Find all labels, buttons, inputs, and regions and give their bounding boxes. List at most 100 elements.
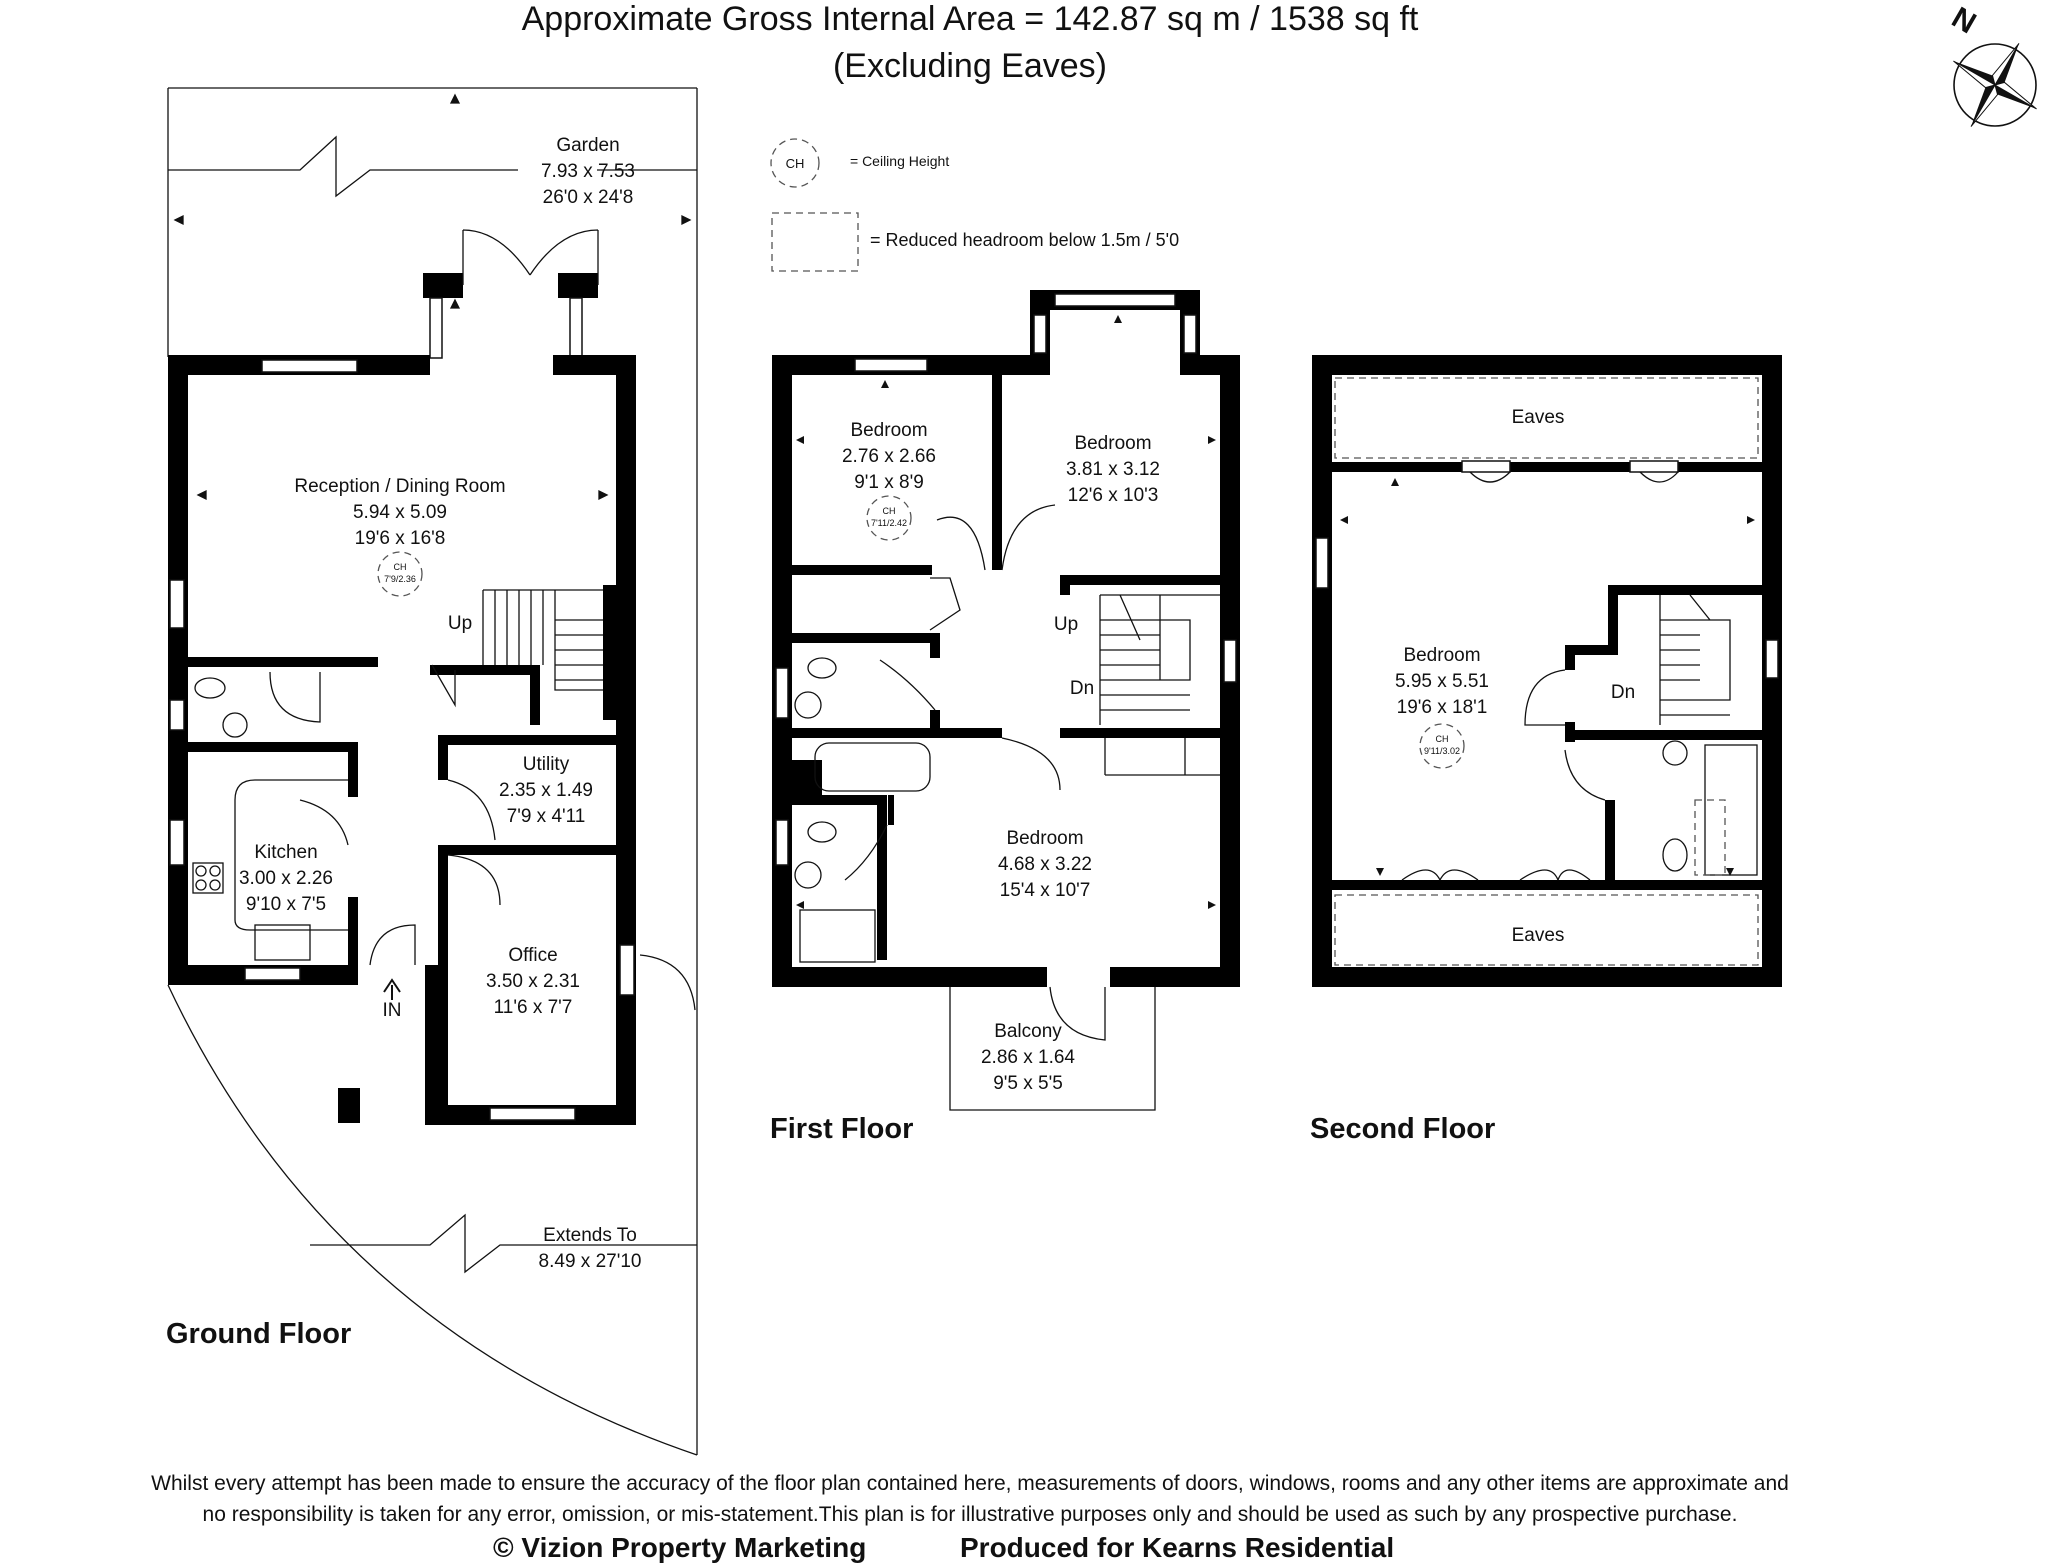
area-subtitle: (Excluding Eaves) xyxy=(833,47,1107,85)
wc-door xyxy=(269,671,321,723)
second-toilet xyxy=(1662,838,1688,872)
bedroom-b-door xyxy=(1001,504,1056,571)
ground-stairs-up: Up xyxy=(448,613,472,634)
cupboard-door xyxy=(431,664,456,708)
second-bedroom-name: Bedroom xyxy=(1403,645,1480,666)
shower-tray xyxy=(799,909,876,963)
bedroom-a-ch-value: 7'11/2.42 xyxy=(871,518,907,528)
bedroom-a-ceiling-height-icon xyxy=(866,495,912,541)
eaves-bottom-label: Eaves xyxy=(1512,925,1565,946)
bedroom-a-ch: CH xyxy=(883,506,896,516)
balcony-name: Balcony xyxy=(994,1021,1062,1042)
ceiling-height-symbol xyxy=(770,138,820,188)
roof-windows xyxy=(1469,471,1679,483)
eaves-access-doors xyxy=(1401,869,1591,881)
bedroom-b-metric: 3.81 x 3.12 xyxy=(1066,459,1160,480)
office-imperial: 11'6 x 7'7 xyxy=(494,997,573,1018)
bedroom-c-imperial: 15'4 x 10'7 xyxy=(1000,880,1091,901)
front-door xyxy=(369,924,416,966)
disclaimer-line-2: no responsibility is taken for any error… xyxy=(203,1503,1738,1526)
kitchen-worktop xyxy=(234,779,348,931)
compass-north-label: N xyxy=(1946,1,1981,40)
balcony-metric: 2.86 x 1.64 xyxy=(981,1047,1075,1068)
side-door xyxy=(639,954,696,1011)
second-floor-label: Second Floor xyxy=(1310,1113,1495,1145)
bedroom-a-door xyxy=(936,516,986,571)
second-bedroom-ceiling-height-icon xyxy=(1419,723,1465,769)
ground-stairs xyxy=(482,589,603,691)
eaves-bottom-area xyxy=(1334,894,1759,966)
cupboard-door-first xyxy=(929,577,961,631)
bedroom-a-metric: 2.76 x 2.66 xyxy=(842,446,936,467)
first-toilet xyxy=(807,657,837,679)
legend-reduced-text: = Reduced headroom below 1.5m / 5'0 xyxy=(870,230,1179,250)
first-basin xyxy=(794,691,822,719)
first-stairs xyxy=(1099,594,1220,725)
bedroom-c-door xyxy=(1001,737,1061,791)
kitchen-door xyxy=(299,799,349,846)
reception-ceiling-height-icon xyxy=(377,551,423,597)
garden-boundary xyxy=(167,87,698,1455)
reception-ch-value: 7'9/2.36 xyxy=(384,574,416,584)
reception-metric: 5.94 x 5.09 xyxy=(353,502,447,523)
bedroom-c-metric: 4.68 x 3.22 xyxy=(998,854,1092,875)
first-floor-label: First Floor xyxy=(770,1113,913,1145)
kitchen-metric: 3.00 x 2.26 xyxy=(239,868,333,889)
second-bedroom-ch: CH xyxy=(1436,734,1449,744)
legend-ch-text: = Ceiling Height xyxy=(850,153,949,169)
office-name: Office xyxy=(508,945,557,966)
front-break-line xyxy=(310,1213,697,1274)
kitchen-name: Kitchen xyxy=(254,842,317,863)
utility-door xyxy=(447,779,496,841)
bedroom-a-imperial: 9'1 x 8'9 xyxy=(854,472,924,493)
meter-box xyxy=(338,1088,360,1123)
second-floor-plan: Eaves Eaves Bedroom 5.95 x 5.51 19'6 x 1… xyxy=(1310,355,1782,1145)
reception-imperial: 19'6 x 16'8 xyxy=(355,528,446,549)
extends-name: Extends To xyxy=(543,1225,637,1246)
garden-break-line xyxy=(168,135,697,198)
garden-name: Garden xyxy=(556,135,619,156)
kitchen-hob xyxy=(192,862,224,894)
first-stairs-up: Up xyxy=(1054,614,1078,635)
second-basin xyxy=(1662,740,1688,766)
second-bath xyxy=(1704,744,1758,876)
office-metric: 3.50 x 2.31 xyxy=(486,971,580,992)
second-bedroom-ch-value: 9'11/3.02 xyxy=(1424,746,1460,756)
eaves-top-area xyxy=(1334,377,1759,459)
second-stairs-down: Dn xyxy=(1611,682,1635,703)
kitchen-sink xyxy=(254,924,311,961)
disclaimer-line-1: Whilst every attempt has been made to en… xyxy=(151,1472,1789,1495)
ground-floor-label: Ground Floor xyxy=(166,1318,351,1350)
shower-room-door xyxy=(1564,749,1606,801)
utility-metric: 2.35 x 1.49 xyxy=(499,780,593,801)
office-door xyxy=(447,854,501,906)
reception-window xyxy=(261,359,358,373)
wc-basin xyxy=(222,712,248,738)
second-stairs xyxy=(1659,594,1731,725)
balcony-door xyxy=(1049,986,1106,1041)
wardrobe xyxy=(1104,738,1220,776)
bedroom-b-imperial: 12'6 x 10'3 xyxy=(1068,485,1159,506)
second-bedroom-door xyxy=(1524,669,1566,726)
credit-right: Produced for Kearns Residential xyxy=(960,1532,1394,1563)
reduced-headroom-symbol xyxy=(771,212,859,272)
ground-floor-plan: Garden 7.93 x 7.53 26'0 x 24'8 Reception… xyxy=(166,87,698,1456)
extends-metric: 8.49 x 27'10 xyxy=(539,1251,642,1272)
front-garden-boundary xyxy=(167,984,698,1456)
reception-name: Reception / Dining Room xyxy=(294,476,505,497)
wc-toilet xyxy=(194,677,226,699)
legend: CH = Ceiling Height = Reduced headroom b… xyxy=(770,138,1179,272)
bedroom-b-name: Bedroom xyxy=(1074,433,1151,454)
first-stairs-down: Dn xyxy=(1070,678,1094,699)
bedroom-c-name: Bedroom xyxy=(1006,828,1083,849)
eaves-top-label: Eaves xyxy=(1512,407,1565,428)
compass-rose-icon xyxy=(1953,43,2037,127)
utility-name: Utility xyxy=(523,754,570,775)
garden-metric: 7.93 x 7.53 xyxy=(541,161,635,182)
second-bedroom-metric: 5.95 x 5.51 xyxy=(1395,671,1489,692)
ensuite-door xyxy=(844,824,888,881)
kitchen-imperial: 9'10 x 7'5 xyxy=(246,894,326,915)
credit-left: © Vizion Property Marketing xyxy=(493,1532,866,1563)
balcony-railing xyxy=(949,987,1156,1111)
bath xyxy=(814,742,931,792)
